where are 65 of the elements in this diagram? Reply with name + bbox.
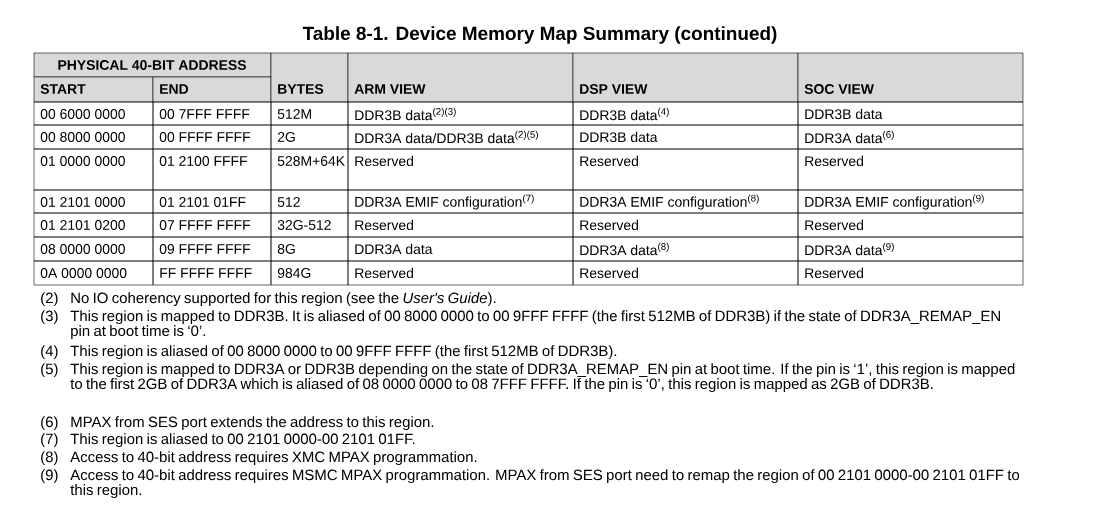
- footnote-text: MPAX from SES port extends the address to this region.: [71, 416, 434, 431]
- table-cell: 01 0000 0000: [33, 148, 154, 191]
- table-cell: Reserved: [797, 212, 1024, 238]
- table-cell: DDR3A data$^{(8)}$: [572, 236, 799, 262]
- table-cell: DDR3B data$^{(2)(3)}$: [347, 101, 574, 126]
- table-cell: 0A 0000 0000: [33, 260, 154, 286]
- table-cell: DDR3A EMIF configuration$^{(8)}$: [572, 189, 799, 214]
- table-cell: FF FFFF FFFF: [152, 260, 272, 286]
- table-cell: DDR3A EMIF configuration$^{(9)}$: [797, 189, 1024, 214]
- table-cell: DDR3A data/DDR3B data$^{(2)(5)}$: [347, 124, 574, 150]
- table-cell: 00 8000 0000: [33, 124, 154, 150]
- table-header-cell: BYTES: [270, 52, 349, 103]
- table-cell: Reserved: [572, 260, 799, 286]
- footnote-text: This region is mapped to DDR3A or DDR3B depending on the state of DDR3A_REMAP_EN pin at boot time. If the pin is ‘1’, this region is mapped to the first 2GB of DDR3A which is aliased of 08 0000 0000 to 08 7FFF FFFF. If the pin is ‘0’, this region is mapped as 2GB of DDR3B.: [70, 363, 1015, 393]
- table-cell: 512M: [270, 101, 349, 126]
- table-cell: Reserved: [797, 148, 1024, 191]
- table-cell: 01 2101 0000: [33, 189, 154, 214]
- table-cell: Reserved: [347, 260, 574, 286]
- footnote-number: (5): [41, 363, 58, 378]
- table-header-cell: START: [33, 76, 154, 103]
- footnote-text: Access to 40-bit address requires XMC MPAX programmation.: [70, 451, 477, 466]
- table-cell: 528M+64K: [270, 148, 349, 191]
- table-cell: 8G: [270, 236, 349, 262]
- table-cell: Reserved: [347, 148, 574, 191]
- table-cell: 08 0000 0000: [33, 236, 154, 262]
- table-cell: Reserved: [347, 212, 574, 238]
- table-cell: 00 6000 0000: [33, 101, 154, 126]
- table-cell: 00 FFFF FFFF: [152, 124, 272, 150]
- table-cell: 01 2100 FFFF: [152, 148, 272, 191]
- footnote-number: (3): [41, 310, 58, 325]
- table-header-cell: DSP VIEW: [572, 52, 799, 103]
- table-cell: DDR3A data$^{(9)}$: [797, 236, 1024, 262]
- table-cell: DDR3A data: [347, 236, 574, 262]
- table-cell: DDR3A data$^{(6)}$: [797, 124, 1024, 150]
- footnote-text: This region is mapped to DDR3B. It is aliased of 00 8000 0000 to 00 9FFF FFFF (the first 512MB of DDR3B) if the state of DDR3A_REMAP_EN pin at boot time is ‘0’.: [70, 310, 1000, 340]
- table-header-cell: SOC VIEW: [797, 52, 1024, 103]
- table-cell: 09 FFFF FFFF: [152, 236, 272, 262]
- table-cell: 01 2101 0200: [33, 212, 154, 238]
- footnote-text: No IO coherency supported for this region (see the User's Guide).: [71, 292, 496, 307]
- table-cell: Reserved: [572, 148, 799, 191]
- table-cell: 01 2101 01FF: [152, 189, 272, 214]
- table-cell: 32G-512: [270, 212, 349, 238]
- table-cell: 00 7FFF FFFF: [152, 101, 272, 126]
- table-cell: DDR3B data: [797, 101, 1024, 126]
- table-cell: Reserved: [797, 260, 1024, 286]
- footnote-text: Access to 40-bit address requires MSMC MPAX programmation. MPAX from SES port need to remap the region of 00 2101 0000-00 2101 01FF to this region.: [70, 469, 1020, 499]
- footnote-number: (6): [41, 416, 58, 431]
- table-cell: 07 FFFF FFFF: [152, 212, 272, 238]
- footnote-number: (7): [41, 433, 58, 448]
- table-header-cell: PHYSICAL 40-BIT ADDRESS: [33, 52, 272, 78]
- table-cell: 984G: [270, 260, 349, 286]
- footnote-number: (9): [41, 469, 58, 484]
- footnote-text: This region is aliased to 00 2101 0000-00 2101 01FF.: [70, 433, 415, 448]
- table-cell: 2G: [270, 124, 349, 150]
- table-cell: Reserved: [572, 212, 799, 238]
- table-cell: DDR3A EMIF configuration$^{(7)}$: [347, 189, 574, 214]
- table-header-cell: END: [152, 76, 272, 103]
- footnote-number: (4): [41, 345, 58, 360]
- table-cell: DDR3B data$^{(4)}$: [572, 101, 799, 126]
- footnote-text: This region is aliased of 00 8000 0000 to 00 9FFF FFFF (the first 512MB of DDR3B).: [70, 345, 617, 360]
- table-cell: DDR3B data: [572, 124, 799, 150]
- footnote-number: (2): [41, 292, 58, 307]
- table-title: Table 8-1. Device Memory Map Summary (continued): [302, 26, 777, 44]
- footnote-number: (8): [41, 451, 58, 466]
- table-cell: 512: [270, 189, 349, 214]
